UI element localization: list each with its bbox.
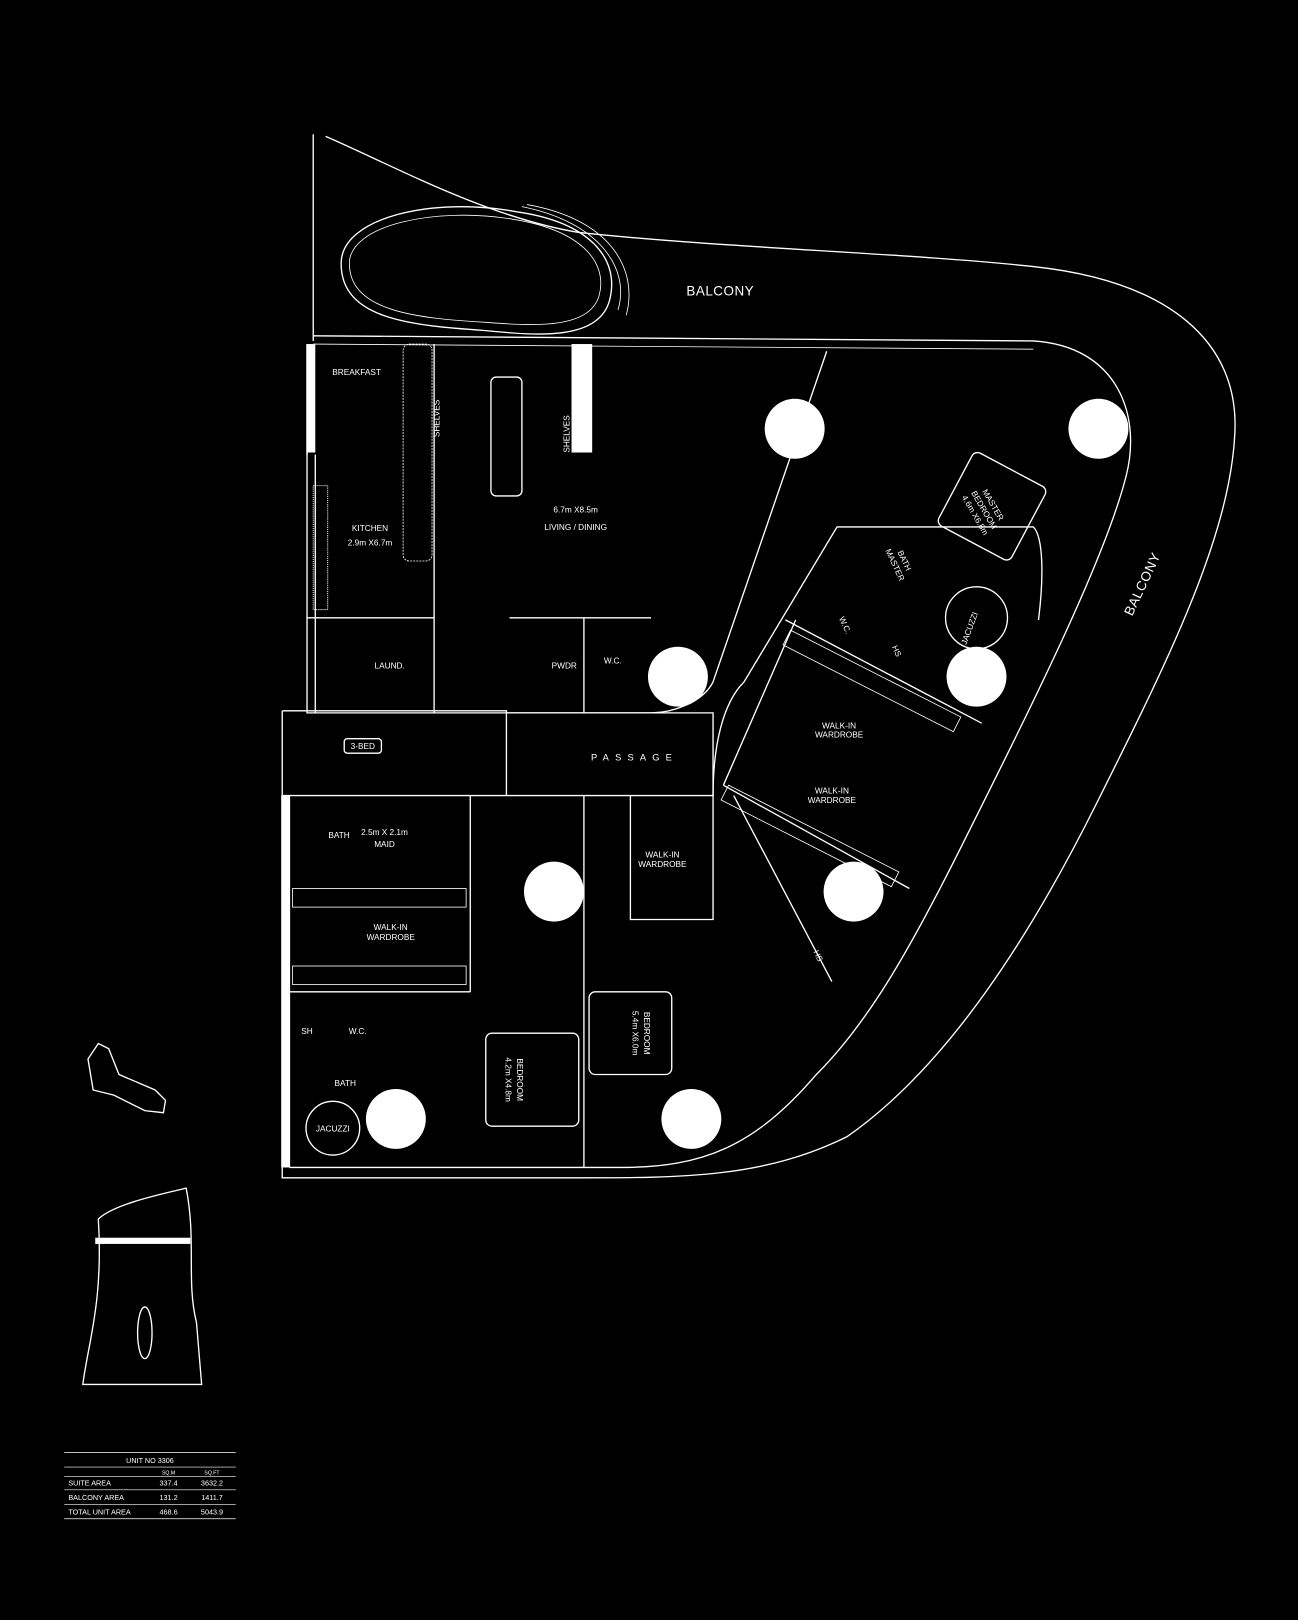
table-row: SUITE AREA 337.4 3632.2 (68, 1479, 223, 1488)
master-wc-label: W.C. (837, 615, 853, 635)
column-header: SQ.FT (204, 1470, 220, 1476)
marker (365, 1088, 426, 1149)
marker (523, 861, 584, 922)
breakfast-label: BREAKFAST (332, 368, 381, 377)
column-header: SQ.M (162, 1470, 175, 1476)
bath-label: BATH (335, 1079, 356, 1088)
walkin-wardrobe-label: WARDROBE (815, 731, 864, 740)
shelves-label: SHELVES (432, 399, 441, 437)
markers (365, 398, 1129, 1149)
plan-outline (82, 134, 1236, 1386)
table-row: BALCONY AREA 131.2 1411.7 (68, 1493, 222, 1502)
walkin-wardrobe-label: WALK-IN (645, 851, 679, 860)
walkin-wardrobe-label: WARDROBE (367, 933, 416, 942)
marker (764, 398, 825, 459)
living-label: LIVING / DINING (544, 523, 607, 532)
marker (946, 646, 1007, 707)
room-labels: BALCONY BALCONY BREAKFAST SHELVES SHELVE… (301, 283, 1163, 1133)
powder-label: PWDR (552, 661, 577, 670)
row-label: BALCONY AREA (68, 1493, 124, 1502)
kitchen-label: KITCHEN (352, 524, 388, 533)
walkin-wardrobe-label: WALK-IN (815, 786, 849, 795)
marker (1068, 398, 1129, 459)
walkin-wardrobe-label: WARDROBE (808, 796, 857, 805)
marker (661, 1088, 722, 1149)
marker (823, 861, 884, 922)
shower-label: SH (301, 1027, 313, 1036)
jacuzzi-label: JACUZZI (316, 1124, 350, 1133)
passage-label: PASSAGE (591, 752, 678, 762)
row-sqm: 468.6 (160, 1508, 178, 1517)
balcony-top-label: BALCONY (686, 283, 754, 298)
kitchen-size: 2.9m X6.7m (348, 539, 393, 548)
marker (647, 646, 708, 707)
walkin-wardrobe-label: WARDROBE (638, 860, 687, 869)
bedroom-label: BEDROOM (642, 1012, 651, 1055)
row-sqft: 3632.2 (201, 1479, 223, 1488)
hs-label: HS (811, 949, 824, 964)
laundry-label: LAUND. (375, 661, 405, 670)
unit-type-badge: 3-BED (351, 742, 375, 751)
shelves-label: SHELVES (562, 415, 571, 453)
powder-wc-label: W.C. (604, 656, 622, 665)
maid-bath-label: BATH (328, 831, 349, 840)
row-sqm: 131.2 (160, 1493, 178, 1502)
wc-label: W.C. (349, 1027, 367, 1036)
living-size: 6.7m X8.5m (553, 505, 598, 514)
master-jacuzzi-label: JACUZZI (960, 611, 980, 646)
table-row: TOTAL UNIT AREA 468.6 5043.9 (68, 1508, 223, 1517)
row-label: SUITE AREA (68, 1479, 111, 1488)
row-sqft: 1411.7 (201, 1493, 223, 1502)
row-sqft: 5043.9 (201, 1508, 223, 1517)
bedroom-label: BEDROOM (515, 1058, 524, 1101)
walkin-wardrobe-label: WALK-IN (374, 923, 408, 932)
maid-label: MAID (374, 840, 395, 849)
row-label: TOTAL UNIT AREA (68, 1508, 130, 1517)
row-sqm: 337.4 (160, 1479, 178, 1488)
bedroom-size: 4.2m X4.8m (503, 1057, 512, 1102)
bedroom-size: 5.4m X6.0m (630, 1011, 639, 1056)
walkin-wardrobe-label: WALK-IN (822, 721, 856, 730)
master-hs-label: HS (890, 644, 903, 659)
maid-size: 2.5m X 2.1m (361, 828, 408, 837)
balcony-right-label: BALCONY (1121, 550, 1163, 618)
area-table: UNIT NO 3306 SQ.M SQ.FT SUITE AREA 337.4… (64, 1452, 236, 1520)
table-title: UNIT NO 3306 (126, 1456, 174, 1465)
